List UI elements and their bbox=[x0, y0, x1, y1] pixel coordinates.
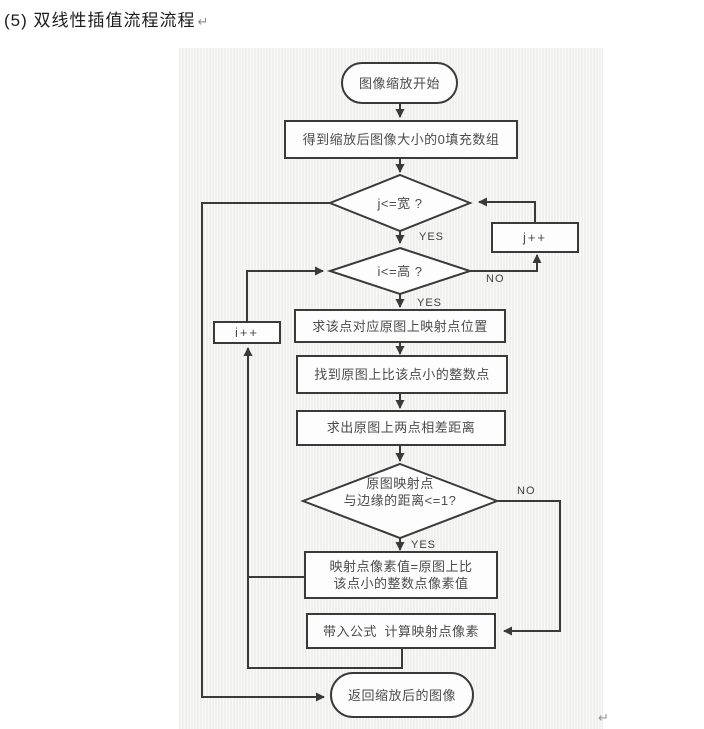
decision-edge bbox=[300, 462, 500, 540]
process-map-pos-label: 求该点对应原图上映射点位置 bbox=[312, 319, 488, 334]
decision-edge-label: 原图映射点 与边缘的距离<=1? bbox=[303, 475, 497, 509]
process-inc-j-label: j++ bbox=[522, 230, 548, 245]
process-inc-i-label: i++ bbox=[234, 325, 260, 340]
process-map-pos bbox=[294, 309, 506, 343]
process-formula bbox=[306, 613, 496, 649]
flowchart-panel: 图像缩放开始 得到缩放后图像大小的0填充数组 j<=宽 ? j++ i<=高 ?… bbox=[178, 48, 603, 729]
decision-j bbox=[327, 173, 473, 233]
edge-label-condi-yes: YES bbox=[417, 297, 443, 309]
process-inc-j bbox=[491, 222, 579, 253]
process-init-array-label: 得到缩放后图像大小的0填充数组 bbox=[302, 132, 500, 147]
edge-condedge-no-to-formula bbox=[497, 500, 561, 636]
process-find-int bbox=[296, 355, 508, 394]
edge-condi-no-to-incj bbox=[470, 254, 542, 272]
process-assign-label-line1: 映射点像素值=原图上比 bbox=[329, 559, 473, 574]
edge-incj-to-condj bbox=[478, 197, 536, 223]
edge-label-condedge-no: NO bbox=[517, 485, 536, 497]
end-node-label: 返回缩放后的图像 bbox=[347, 688, 456, 703]
edge-inci-to-condi bbox=[246, 266, 324, 322]
start-node bbox=[341, 62, 458, 104]
edge-label-condedge-yes: YES bbox=[411, 539, 437, 551]
decision-edge-label-line1: 原图映射点 bbox=[366, 476, 434, 491]
process-assign bbox=[304, 551, 498, 599]
decision-i bbox=[326, 246, 474, 296]
flowchart-svg bbox=[201, 62, 579, 718]
figure-caption: (5) 双线性插值流程流程↵ bbox=[4, 6, 209, 31]
trailing-paragraph-mark: ↵ bbox=[598, 710, 609, 725]
process-formula-label: 带入公式 计算映射点像素 bbox=[307, 623, 495, 640]
figure-caption-text: (5) 双线性插值流程流程 bbox=[4, 11, 196, 30]
end-node bbox=[330, 672, 474, 718]
process-assign-label: 映射点像素值=原图上比 该点小的整数点像素值 bbox=[305, 558, 497, 592]
process-formula-label-part2: 计算映射点像素 bbox=[384, 624, 479, 639]
process-init-array bbox=[284, 120, 518, 159]
decision-j-label: j<=宽 ? bbox=[377, 196, 423, 211]
process-formula-label-part1: 带入公式 bbox=[323, 624, 378, 639]
decision-i-label: i<=高 ? bbox=[377, 264, 423, 279]
edge-label-condj-yes: YES bbox=[419, 231, 445, 243]
edge-condj-no-to-end bbox=[201, 202, 330, 702]
edge-label-condi-no: NO bbox=[486, 273, 505, 285]
process-distance-label: 求出原图上两点相差距离 bbox=[326, 420, 476, 435]
decision-edge-label-line2: 与边缘的距离<=1? bbox=[343, 493, 457, 508]
paragraph-mark: ↵ bbox=[197, 14, 210, 29]
process-inc-i bbox=[213, 321, 281, 344]
edge-formula-to-inci bbox=[243, 347, 403, 669]
process-assign-label-line2: 该点小的整数点像素值 bbox=[333, 576, 469, 591]
process-find-int-label: 找到原图上比该点小的整数点 bbox=[314, 367, 490, 382]
process-distance bbox=[296, 410, 506, 446]
start-node-label: 图像缩放开始 bbox=[358, 76, 440, 91]
